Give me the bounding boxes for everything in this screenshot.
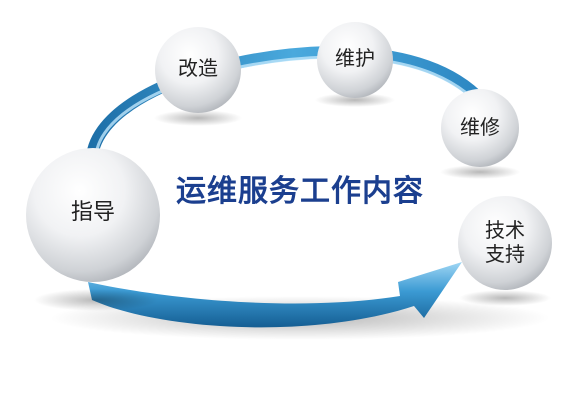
sphere-maintain bbox=[317, 22, 393, 98]
upper-ring-arc bbox=[86, 45, 501, 184]
node-label-support: 技术 支持 bbox=[465, 218, 545, 266]
sphere-shadow-reform bbox=[154, 110, 242, 126]
node-label-repair: 维修 bbox=[460, 115, 500, 139]
sphere-support bbox=[458, 196, 552, 290]
node-label-reform: 改造 bbox=[178, 56, 218, 80]
sphere-reform bbox=[155, 27, 241, 113]
node-label-support-line1: 技术 bbox=[485, 218, 525, 242]
sphere-shadow-repair bbox=[440, 165, 520, 179]
lower-arrow bbox=[88, 262, 462, 328]
sphere-shadow-guide bbox=[34, 289, 158, 311]
node-label-guide: 指导 bbox=[70, 200, 115, 225]
diagram-title: 运维服务工作内容 bbox=[176, 174, 424, 209]
sphere-guide bbox=[26, 148, 160, 282]
sphere-shadow-maintain bbox=[315, 93, 395, 107]
upper-ring-highlight bbox=[94, 55, 492, 174]
sphere-repair bbox=[441, 89, 519, 167]
node-label-maintain: 维护 bbox=[335, 46, 375, 70]
node-label-support-line2: 支持 bbox=[485, 242, 525, 266]
sphere-shadow-support bbox=[459, 290, 551, 306]
